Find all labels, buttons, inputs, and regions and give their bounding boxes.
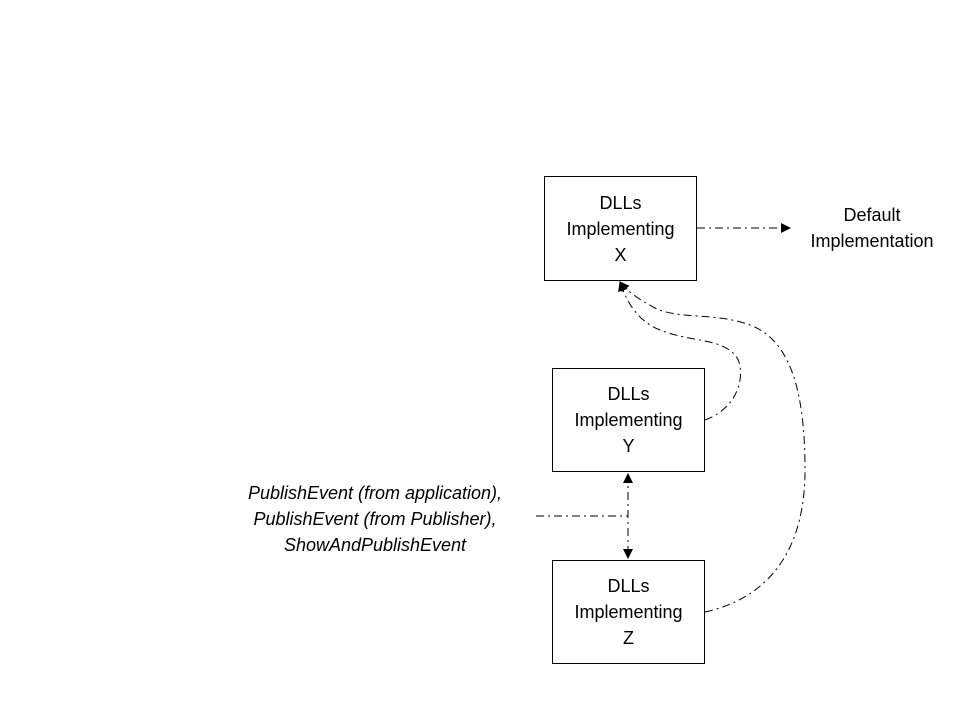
box-dlls-z-label: DLLs Implementing Z	[574, 576, 683, 648]
box-dlls-x: DLLs Implementing X	[544, 176, 697, 281]
default-implementation-label: Default Implementation	[810, 205, 934, 251]
box-dlls-x-label: DLLs Implementing X	[566, 192, 675, 265]
connector-z-to-x	[619, 281, 806, 613]
connector-y-to-x	[618, 281, 741, 421]
box-dlls-y: DLLs Implementing Y	[552, 368, 705, 472]
box-dlls-y-label: DLLs Implementing Y	[574, 384, 683, 456]
box-dlls-z: DLLs Implementing Z	[552, 560, 705, 664]
publish-events-label: PublishEvent (from application), Publish…	[247, 483, 503, 555]
